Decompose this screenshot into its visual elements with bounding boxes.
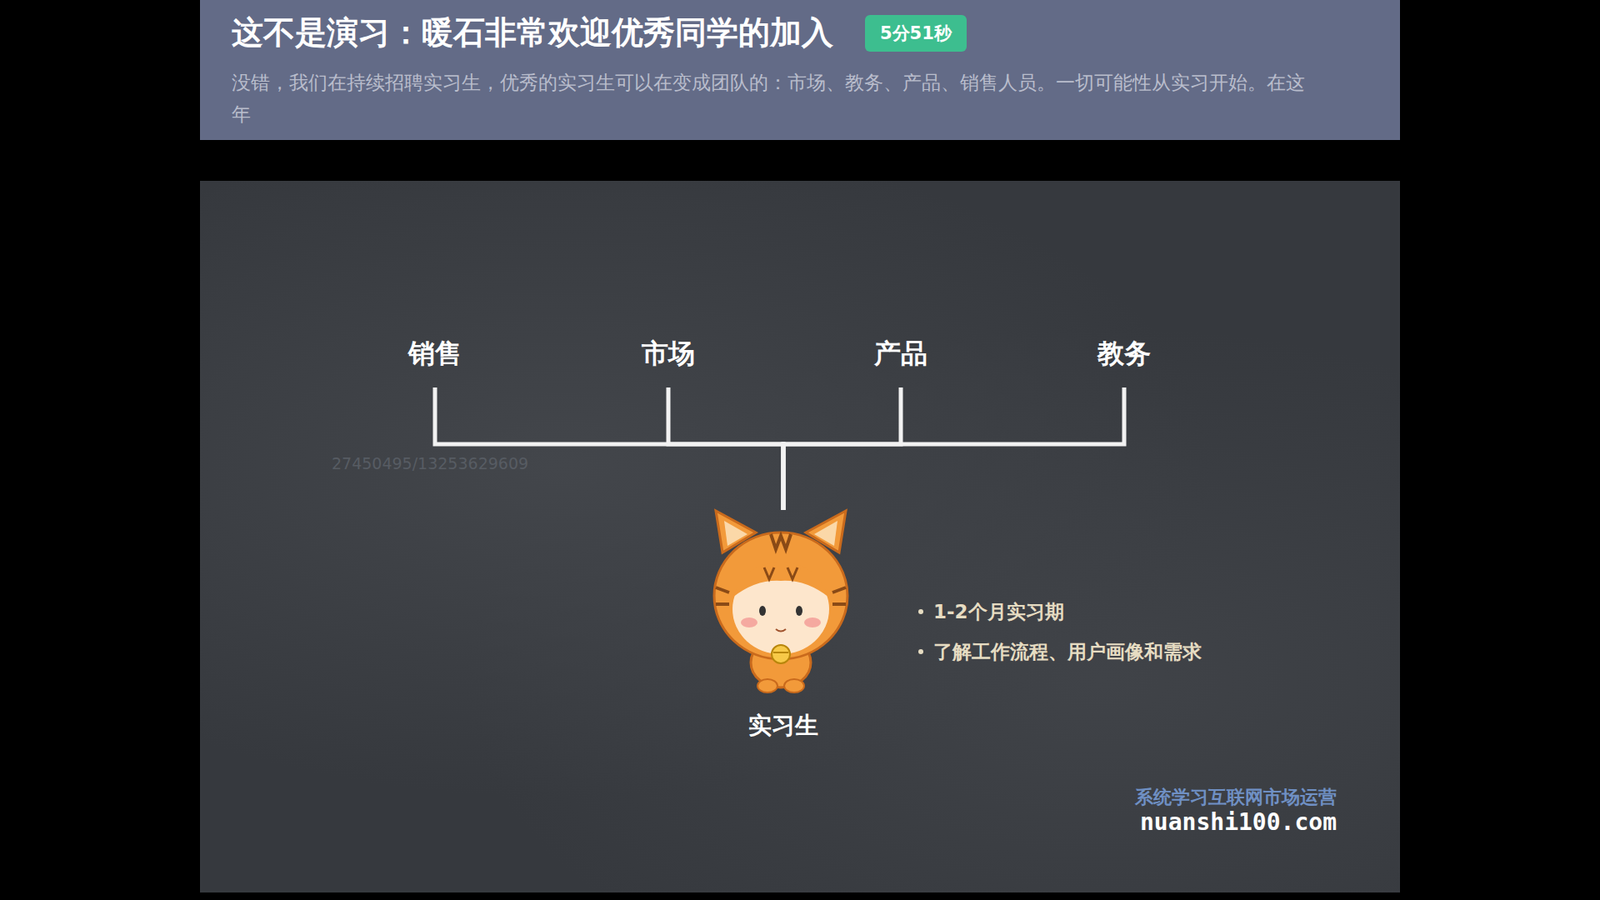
tree-connector (783, 387, 901, 510)
role-label: 产品 (874, 335, 928, 373)
role-node: 市场 (633, 332, 704, 376)
role-node: 教务 (1089, 332, 1160, 376)
role-label: 销售 (408, 335, 462, 373)
header-title-row: 这不是演习：暖石非常欢迎优秀同学的加入5分51秒 (231, 15, 967, 51)
node-caption: 实习生 (748, 710, 819, 742)
duration-badge: 5分51秒 (865, 15, 967, 52)
description-text: 没错，我们在持续招聘实习生，优秀的实习生可以在变成团队的：市场、教务、产品、销售… (231, 70, 1305, 96)
role-label: 市场 (641, 335, 695, 373)
brand-slogan: 系统学习互联网市场运营 (1135, 785, 1337, 810)
role-label: 教务 (1097, 335, 1151, 373)
note-text: 了解工作流程、用户画像和需求 (933, 639, 1202, 665)
role-node: 销售 (400, 332, 470, 376)
tree-connector (435, 387, 784, 510)
page-title: 这不是演习：暖石非常欢迎优秀同学的加入 (231, 11, 834, 55)
note-text: 1-2个月实习期 (933, 599, 1065, 625)
intern-node: 实习生 (740, 510, 827, 745)
description-text: 年 (231, 101, 251, 128)
watermark: 27450495/13253629609 (331, 454, 529, 473)
tree-connector (668, 387, 784, 510)
brand-url: nuanshi100.com (1140, 808, 1337, 836)
tree-connector (783, 387, 1125, 510)
role-node: 产品 (865, 332, 936, 376)
